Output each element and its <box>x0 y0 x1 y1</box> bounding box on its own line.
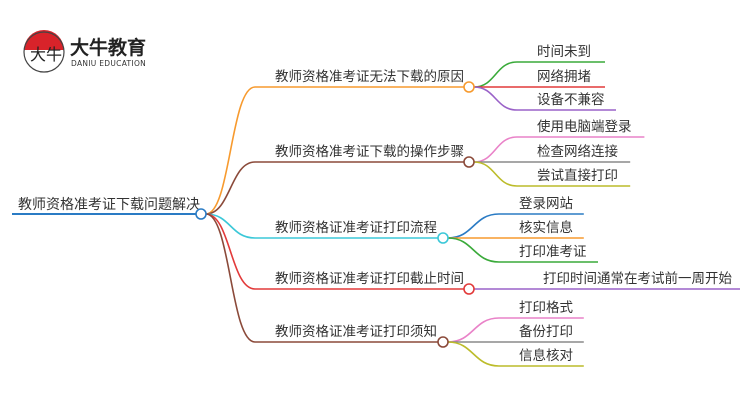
leaf-connector <box>447 237 500 263</box>
branch-node[interactable]: 教师资格准考证无法下载的原因 <box>275 69 464 85</box>
leaf-node[interactable]: 打印时间通常在考试前一周开始 <box>543 270 732 287</box>
leaf-connector <box>473 161 518 187</box>
branch-collapse-toggle[interactable] <box>437 336 449 348</box>
leaf-connector <box>473 136 518 163</box>
logo-name-en: DANIU EDUCATION <box>71 59 146 68</box>
leaf-node[interactable]: 设备不兼容 <box>537 91 605 108</box>
branch-connector <box>205 86 256 215</box>
leaf-connector <box>473 61 518 88</box>
branch-collapse-toggle[interactable] <box>437 232 449 244</box>
branch-node[interactable]: 教师资格证准考证打印须知 <box>275 323 437 340</box>
leaf-node[interactable]: 打印准考证 <box>519 243 587 260</box>
branch-connector <box>205 213 256 343</box>
branch-node[interactable]: 教师资格证准考证打印流程 <box>275 219 437 236</box>
leaf-node[interactable]: 检查网络连接 <box>537 143 618 160</box>
logo: 大牛 大牛教育 DANIU EDUCATION <box>23 30 146 73</box>
root-node[interactable]: 教师资格准考证下载问题解决 <box>18 197 200 213</box>
leaf-node[interactable]: 信息核对 <box>519 347 573 364</box>
logo-mark-text: 大牛 <box>30 45 62 64</box>
branch-collapse-toggle[interactable] <box>463 156 475 168</box>
leaf-node[interactable]: 使用电脑端登录 <box>537 118 632 135</box>
leaf-node[interactable]: 打印格式 <box>519 299 573 316</box>
leaf-connector <box>447 317 500 343</box>
branch-collapse-toggle[interactable] <box>463 283 475 295</box>
leaf-node[interactable]: 核实信息 <box>519 219 573 236</box>
leaf-node[interactable]: 网络拥堵 <box>537 69 591 85</box>
leaf-node[interactable]: 登录网站 <box>519 196 573 212</box>
branch-node[interactable]: 教师资格准考证下载的操作步骤 <box>275 144 464 160</box>
logo-name-cn: 大牛教育 <box>70 36 146 59</box>
branch-connector <box>205 213 256 290</box>
leaf-node[interactable]: 时间未到 <box>537 44 591 60</box>
branch-connector <box>205 161 256 215</box>
branch-connector <box>205 213 256 239</box>
leaf-node[interactable]: 尝试直接打印 <box>537 167 618 184</box>
logo-mark-circle <box>23 31 65 73</box>
leaf-node[interactable]: 备份打印 <box>519 323 573 340</box>
leaf-connector <box>447 341 500 367</box>
root-collapse-toggle[interactable] <box>195 208 207 220</box>
branch-node[interactable]: 教师资格证准考证打印截止时间 <box>275 270 464 287</box>
leaf-connector <box>447 213 500 239</box>
branch-collapse-toggle[interactable] <box>463 81 475 93</box>
leaf-connector <box>473 86 518 111</box>
